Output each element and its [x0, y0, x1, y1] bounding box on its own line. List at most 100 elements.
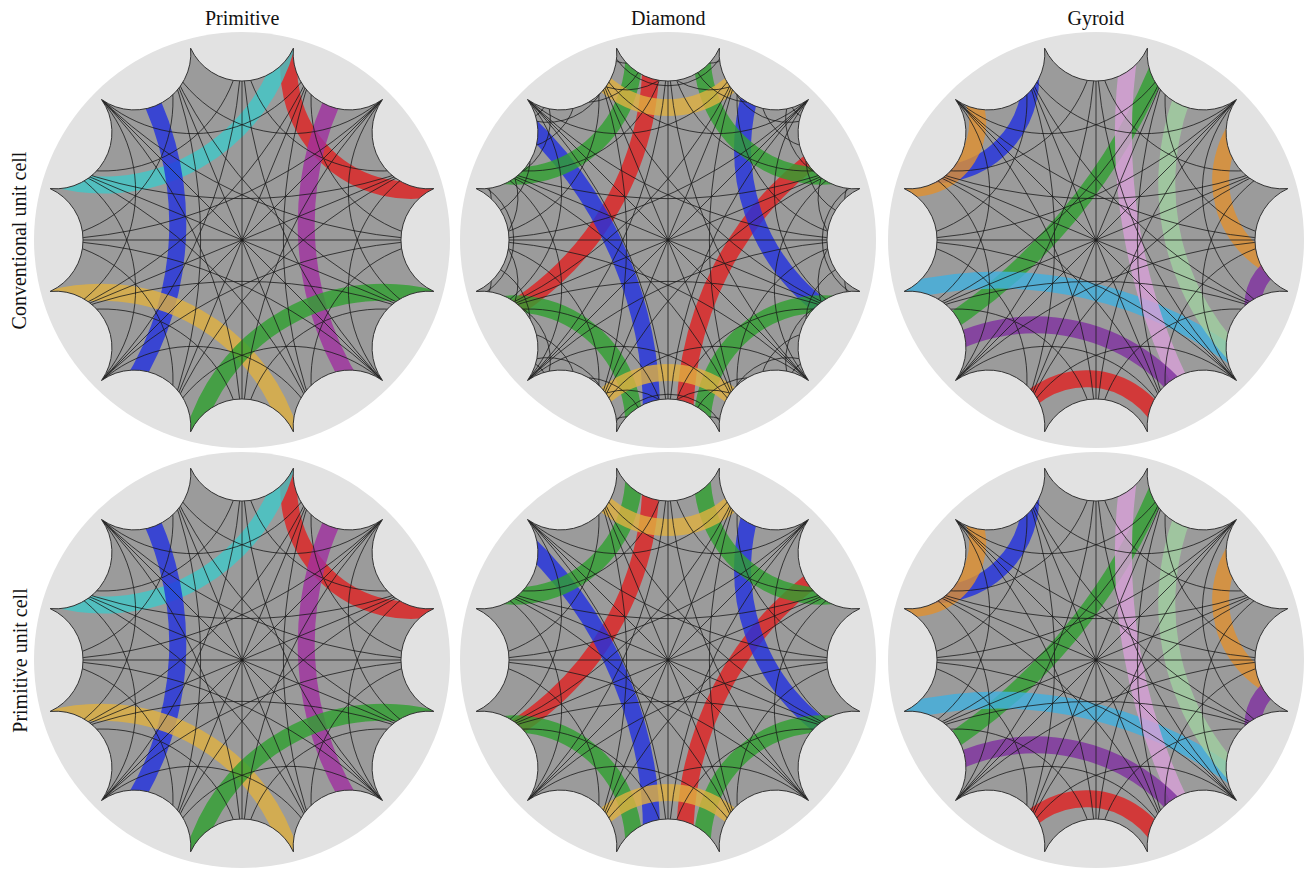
tiling-geodesic — [50, 160, 434, 319]
tiling-geodesic — [668, 93, 815, 448]
tiling-geodesic — [949, 240, 1304, 387]
tiling — [888, 452, 1304, 868]
tiling-geodesic — [888, 660, 1243, 807]
tiling-geodesic — [1165, 468, 1304, 660]
tiling-geodesic — [521, 513, 876, 660]
tiling-geodesic — [562, 39, 616, 76]
tiling-geodesic — [737, 48, 876, 240]
tiling-geodesic — [95, 766, 322, 852]
tiling-geodesic — [904, 160, 1176, 432]
tiling-geodesic — [719, 405, 773, 442]
tiling-geodesic — [162, 766, 389, 852]
tiling-geodesic — [529, 53, 580, 95]
tiling-geodesic — [34, 660, 173, 852]
column-header: Diamond — [631, 7, 705, 30]
tiling-geodesic — [502, 74, 549, 121]
tiling-geodesic — [904, 513, 990, 740]
tiling-geodesic — [476, 513, 562, 740]
tiling-geodesic — [50, 729, 242, 868]
tiling-geodesic — [50, 452, 242, 591]
tiling-geodesic — [311, 660, 450, 852]
tiling-geodesic — [34, 93, 389, 240]
tiling — [34, 32, 450, 448]
tiling-geodesic — [50, 513, 136, 740]
column-header: Gyroid — [1068, 7, 1125, 30]
tiling-geodesic — [50, 160, 136, 387]
colored-band — [473, 35, 634, 176]
tiling-geodesic — [787, 74, 834, 121]
colored-band — [117, 484, 178, 827]
tiling-geodesic — [680, 417, 737, 448]
tiling-geodesic — [1202, 580, 1288, 807]
tiling-geodesic — [521, 513, 668, 868]
tiling-geodesic — [888, 660, 1027, 852]
tiling-geodesic — [949, 93, 1304, 240]
tiling-geodesic — [242, 513, 389, 868]
tiling-geodesic — [904, 580, 1176, 852]
tiling-geodesic — [50, 93, 136, 320]
disk-boundary — [34, 452, 450, 868]
tiling-geodesic — [668, 513, 815, 868]
tiling-geodesic — [588, 468, 815, 554]
region-outline — [50, 468, 434, 852]
tiling-geodesic — [50, 48, 322, 320]
tiling-geodesic — [162, 48, 434, 320]
tiling-geodesic — [476, 580, 860, 739]
tiling-geodesic — [521, 93, 668, 448]
tiling — [460, 32, 876, 448]
tiling-geodesic — [904, 48, 1176, 320]
tiling-geodesic — [949, 48, 1176, 134]
disk-boundary — [888, 452, 1304, 868]
tiling-geodesic — [34, 468, 173, 660]
tiling-geodesic — [737, 240, 876, 432]
tiling-geodesic — [521, 468, 748, 554]
tiling-geodesic — [95, 240, 450, 387]
tiling-geodesic — [813, 327, 855, 378]
tiling-geodesic — [949, 513, 1304, 660]
tiling-geodesic — [737, 660, 876, 852]
tiling-geodesic — [1202, 93, 1288, 320]
tiling-geodesic — [529, 385, 580, 427]
tiling-geodesic — [845, 252, 876, 309]
tiling-geodesic — [460, 240, 815, 387]
tiling-geodesic — [242, 452, 389, 807]
tiling-geodesic — [476, 160, 562, 387]
tiling-geodesic — [162, 580, 434, 852]
region-outline — [476, 468, 860, 852]
tiling-geodesic — [1096, 32, 1243, 387]
colored-band — [895, 81, 978, 189]
tiling-geodesic — [833, 291, 870, 345]
tiling-geodesic — [242, 93, 389, 448]
tiling-geodesic — [521, 346, 748, 432]
tiling-geodesic — [737, 468, 876, 660]
tiling-geodesic — [476, 309, 668, 448]
colored-band — [1253, 258, 1303, 344]
disk-boundary — [460, 452, 876, 868]
tiling-geodesic — [1096, 729, 1288, 868]
poincare-disk — [34, 452, 450, 868]
tiling-geodesic — [460, 252, 491, 309]
tiling-geodesic — [95, 93, 242, 448]
colored-band — [306, 484, 367, 827]
tiling-geodesic — [476, 468, 748, 740]
tiling-geodesic — [521, 452, 668, 807]
tiling-geodesic — [1016, 580, 1288, 852]
tiling-geodesic — [1016, 48, 1243, 134]
tiling-geodesic — [904, 93, 990, 320]
tiling-geodesic — [460, 660, 599, 852]
colored-band — [1008, 379, 1167, 436]
tiling-geodesic — [599, 32, 656, 63]
tiling-geodesic — [311, 468, 450, 660]
tiling-geodesic — [162, 468, 389, 554]
tiling-geodesic — [34, 240, 173, 432]
tiling-geodesic — [904, 160, 1288, 319]
tiling-geodesic — [774, 513, 860, 740]
tiling-geodesic — [467, 291, 504, 345]
tiling-geodesic — [460, 660, 815, 807]
tiling-geodesic — [668, 32, 860, 171]
tiling-geodesic — [50, 309, 242, 448]
tiling-geodesic — [1165, 660, 1304, 852]
tiling-geodesic — [485, 331, 578, 424]
tiling-geodesic — [1096, 32, 1288, 171]
